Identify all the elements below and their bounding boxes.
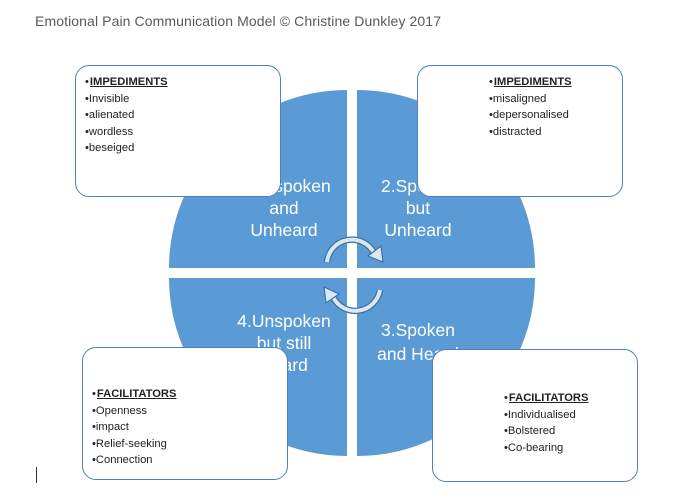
facilitators-list-left: •Openness •impact •Relief-seeking •Conne…: [92, 403, 287, 469]
q2-label-line2: but: [406, 198, 430, 218]
list-item: •Connection: [92, 454, 153, 466]
list-item-text: Co-bearing: [507, 441, 564, 454]
impediments-list-left: •Invisible •alienated •wordless •beseige…: [85, 91, 280, 157]
list-item: •misaligned: [489, 92, 547, 105]
bullet: •: [489, 76, 493, 88]
list-item-text: misaligned: [492, 92, 547, 105]
bullet: •: [85, 76, 89, 88]
list-item-text: impact: [95, 421, 129, 433]
impediments-list-right: •misaligned •depersonalised •distracted: [489, 91, 622, 141]
list-item-text: Invisible: [88, 92, 130, 105]
list-item-text: beseiged: [88, 142, 135, 154]
q1-label-line3: Unheard: [250, 220, 317, 240]
bullet: •: [504, 392, 508, 404]
facilitators-box-left: •FACILITATORS •Openness •impact •Relief-…: [82, 347, 288, 480]
impediments-box-right: •IMPEDIMENTS •misaligned •depersonalised…: [417, 65, 623, 197]
list-item: •distracted: [489, 125, 542, 138]
list-item-text: Openness: [95, 404, 147, 417]
list-item: •Relief-seeking: [92, 437, 167, 450]
text-cursor: [36, 467, 37, 483]
list-item-text: wordless: [88, 125, 134, 138]
facilitators-box-right: •FACILITATORS •Individualised •Bolstered…: [432, 349, 638, 482]
list-item-text: alienated: [88, 109, 135, 121]
facilitators-heading-text: FACILITATORS: [96, 388, 177, 400]
list-item: •Co-bearing: [504, 441, 564, 454]
list-item-text: Bolstered: [507, 425, 556, 437]
list-item: •Bolstered: [504, 425, 556, 437]
list-item: •alienated: [85, 109, 135, 121]
list-item: •Invisible: [85, 92, 130, 105]
list-item-text: depersonalised: [492, 109, 569, 121]
facilitators-heading-text: FACILITATORS: [508, 392, 589, 404]
q1-label-line2: and: [269, 198, 298, 218]
list-item: •wordless: [85, 125, 134, 138]
list-item: •depersonalised: [489, 109, 569, 121]
list-item: •impact: [92, 421, 129, 433]
list-item-text: distracted: [492, 125, 542, 138]
list-item-text: Connection: [95, 454, 153, 466]
q2-label-line3: Unheard: [384, 220, 451, 240]
q3-label-line1: 3.Spoken: [381, 320, 455, 340]
cycle-arrows-icon: [323, 236, 384, 315]
list-item-text: Relief-seeking: [95, 437, 167, 450]
impediments-box-left: •IMPEDIMENTS •Invisible •alienated •word…: [75, 65, 281, 197]
impediments-heading-left: •IMPEDIMENTS: [85, 74, 280, 91]
diagram-title: Emotional Pain Communication Model © Chr…: [35, 13, 442, 29]
list-item: •Individualised: [504, 408, 576, 421]
q4-label-line1: 4.Unspoken: [237, 311, 330, 331]
impediments-heading-text: IMPEDIMENTS: [89, 76, 168, 88]
facilitators-heading-right: •FACILITATORS: [504, 390, 637, 407]
list-item: •beseiged: [85, 142, 135, 154]
facilitators-heading-left: •FACILITATORS: [92, 386, 287, 403]
list-item: •Openness: [92, 404, 147, 417]
bullet: •: [92, 388, 96, 400]
facilitators-list-right: •Individualised •Bolstered •Co-bearing: [504, 407, 637, 457]
impediments-heading-text: IMPEDIMENTS: [493, 76, 572, 88]
impediments-heading-right: •IMPEDIMENTS: [489, 74, 622, 91]
list-item-text: Individualised: [507, 408, 576, 421]
